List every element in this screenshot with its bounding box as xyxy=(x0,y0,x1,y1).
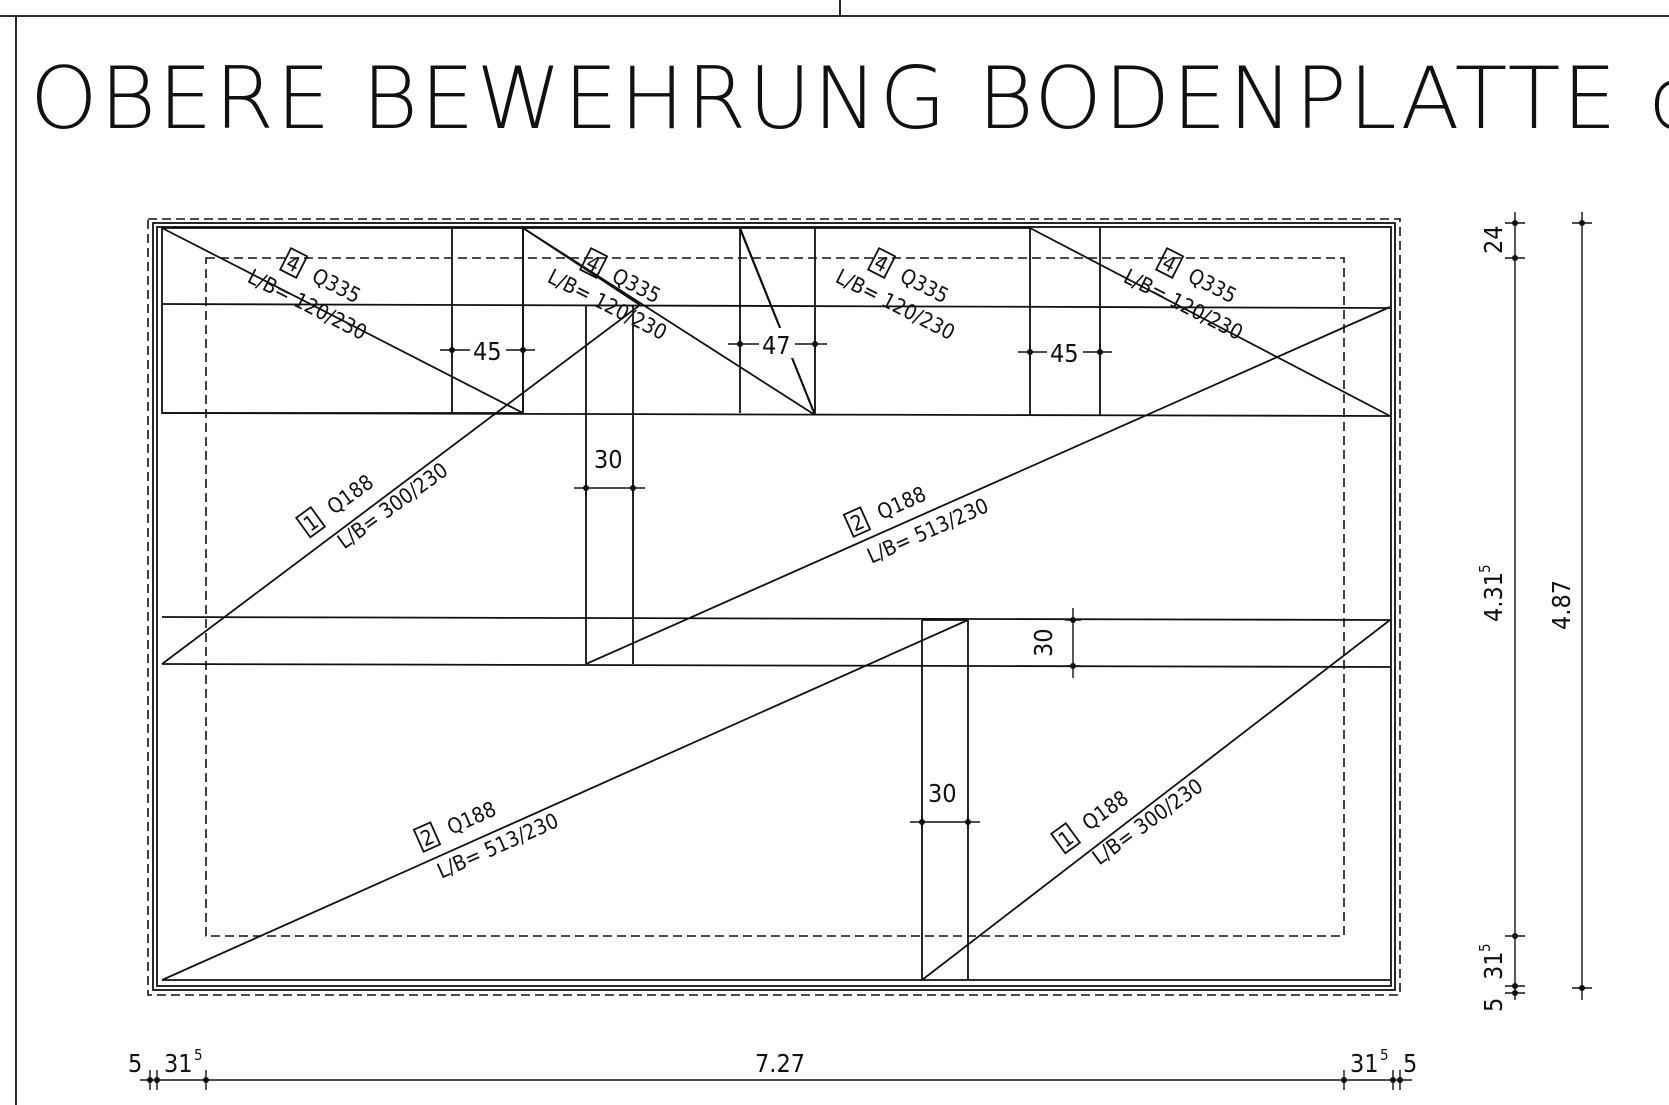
dim-cover-left: 31 xyxy=(164,1049,193,1078)
mat-label-2a: 2 Q188 L/B= 513/230 xyxy=(842,482,992,568)
mat-pos: 4 xyxy=(1158,250,1180,277)
dim-top-cover: 24 xyxy=(1479,225,1508,254)
drawing-title: OBERE BEWEHRUNG BODENPLATTE d= 20cm xyxy=(30,49,1669,149)
dim-bottom-cover: 31 xyxy=(1479,951,1508,980)
mat-label-4d: 4 Q335 L/B= 120/230 xyxy=(1120,246,1247,345)
lap-dimension-c: 45 xyxy=(1018,336,1112,368)
dim-cover-left-sup: 5 xyxy=(194,1046,203,1064)
dim-cover-right-sup: 5 xyxy=(1380,1046,1389,1064)
lap-label: 47 xyxy=(762,331,791,360)
lap-dimension-a: 45 xyxy=(440,334,535,366)
mat-label-4b: 4 Q335 L/B= 120/230 xyxy=(544,246,671,345)
right-total-dimension: 4.87 xyxy=(1547,212,1592,1000)
lap-label: 45 xyxy=(473,337,502,366)
mat-pos: 4 xyxy=(870,250,892,277)
dim-edge-left: 5 xyxy=(128,1049,142,1078)
slab-outline xyxy=(147,218,1401,996)
mat-type: Q188 xyxy=(874,482,930,525)
mat-label-1b: 1 Q188 L/B= 300/230 xyxy=(1049,774,1207,870)
lap-label: 30 xyxy=(594,445,623,474)
mat-pos: 2 xyxy=(417,825,438,852)
mat-pos: 1 xyxy=(299,510,323,536)
lap-dimension-f: 30 xyxy=(910,779,980,830)
mat-pos: 1 xyxy=(1054,826,1078,852)
middle-mat-row xyxy=(161,304,1391,668)
right-dimension-chain: 24 4.31 5 31 5 5 xyxy=(1476,212,1525,1012)
mat-label-2b: 2 Q188 L/B= 513/230 xyxy=(412,797,562,883)
lap-dimension-d: 30 xyxy=(574,445,645,496)
lap-dimension-e: 30 xyxy=(1029,608,1081,678)
dim-cover-right: 31 xyxy=(1350,1049,1379,1078)
mat-label-4a: 4 Q335 L/B= 120/230 xyxy=(244,246,371,345)
bottom-mat-row xyxy=(161,619,1391,981)
dim-main-height-sup: 5 xyxy=(1476,564,1494,573)
mat-pos: 4 xyxy=(582,250,604,277)
lap-label: 30 xyxy=(928,779,957,808)
mat-pos: 4 xyxy=(282,250,304,277)
dim-edge-right: 5 xyxy=(1403,1049,1417,1078)
mat-pos: 2 xyxy=(847,510,868,537)
lap-label: 30 xyxy=(1029,628,1058,657)
lap-label: 45 xyxy=(1050,339,1079,368)
q335-diagonals xyxy=(522,227,816,416)
dim-total-width: 7.27 xyxy=(755,1049,805,1078)
dim-total-height: 4.87 xyxy=(1547,580,1576,630)
bottom-dimension-chain: 5 31 5 7.27 31 5 5 xyxy=(128,1046,1417,1090)
dim-bottom-cover-sup: 5 xyxy=(1476,943,1494,952)
mat-label-4c: 4 Q335 L/B= 120/230 xyxy=(832,246,959,345)
dim-bottom-edge: 5 xyxy=(1479,998,1508,1012)
dim-main-height: 4.31 xyxy=(1479,572,1508,622)
lap-dimension-b: 47 xyxy=(728,328,827,360)
